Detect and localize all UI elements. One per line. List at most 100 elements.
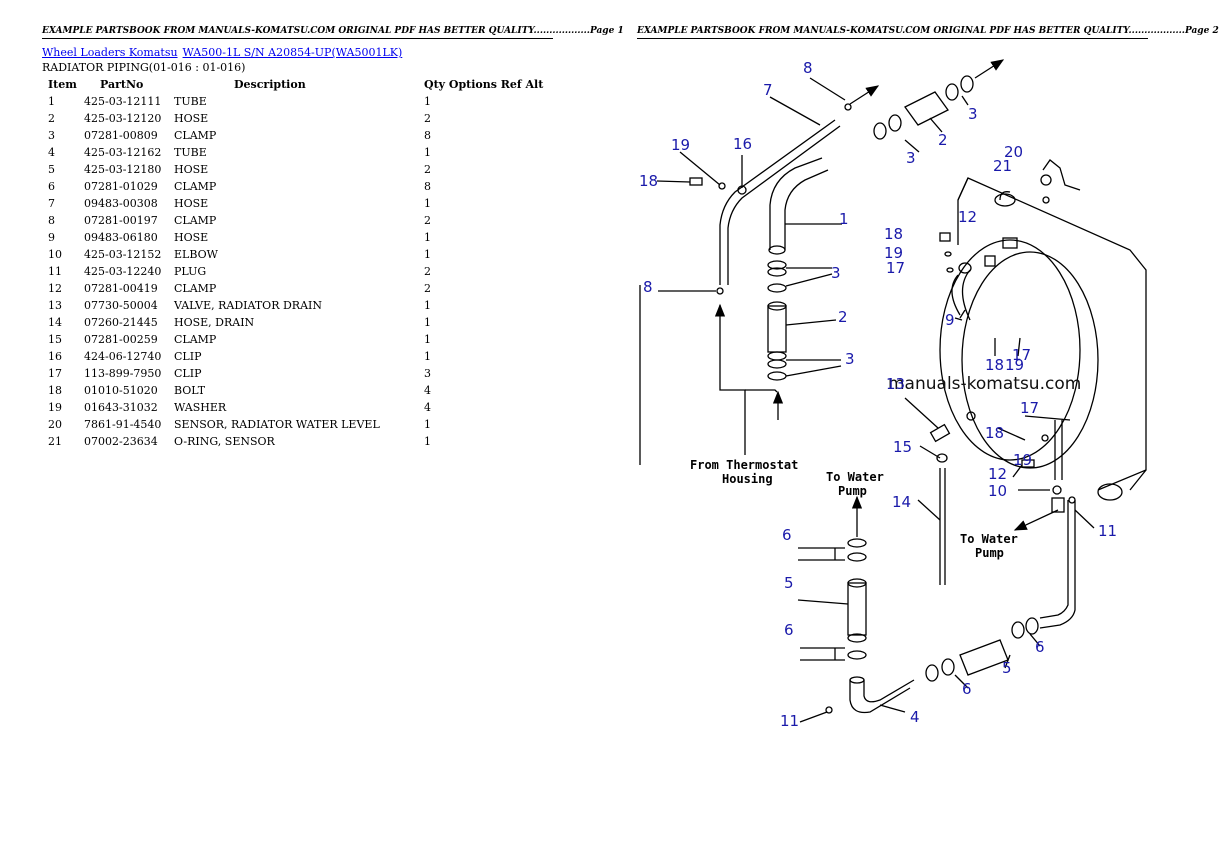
- cell-partno: 07281-00259: [84, 333, 158, 346]
- cell-description: HOSE: [174, 112, 209, 125]
- callout-number: 1: [839, 210, 849, 228]
- cell-description: PLUG: [174, 265, 207, 278]
- cell-partno: 07260-21445: [84, 316, 158, 329]
- parts-table: Item PartNo Description Qty Options Ref …: [42, 77, 543, 450]
- cell-item: 13: [48, 299, 62, 312]
- cell-item: 6: [48, 180, 55, 193]
- cell-partno: 09483-00308: [84, 197, 158, 210]
- cell-item: 5: [48, 163, 55, 176]
- callout-number: 4: [910, 708, 920, 726]
- cell-item: 9: [48, 231, 55, 244]
- cell-item: 14: [48, 316, 62, 329]
- callout-number: 10: [988, 482, 1007, 500]
- callout-number: 9: [945, 311, 955, 329]
- callout-number: 18: [985, 424, 1004, 442]
- callout-number: 19: [1005, 356, 1024, 374]
- callout-number: 6: [782, 526, 792, 544]
- cell-description: CLAMP: [174, 333, 217, 346]
- callout-number: 19: [671, 136, 690, 154]
- callout-number: 17: [1012, 346, 1031, 364]
- callout-number: 16: [733, 135, 752, 153]
- cell-description: WASHER: [174, 401, 227, 414]
- label-to-water-right: To Water: [960, 532, 1018, 546]
- breadcrumb: Wheel Loaders Komatsu WA500-1L S/N A20854…: [42, 46, 402, 59]
- page-header: EXAMPLE PARTSBOOK FROM MANUALS-KOMATSU.C…: [42, 26, 624, 39]
- callout-number: 8: [643, 278, 653, 296]
- callout-number: 5: [1002, 659, 1012, 677]
- cell-partno: 09483-06180: [84, 231, 158, 244]
- callout-number: 2: [838, 308, 848, 326]
- cell-qty: 1: [424, 418, 431, 431]
- cell-qty: 4: [424, 384, 431, 397]
- cell-description: HOSE: [174, 231, 209, 244]
- label-pump-top: Pump: [838, 484, 867, 498]
- page-header: EXAMPLE PARTSBOOK FROM MANUALS-KOMATSU.C…: [637, 26, 1219, 39]
- cell-partno: 01643-31032: [84, 401, 158, 414]
- cell-description: CLAMP: [174, 214, 217, 227]
- callout-number: 15: [893, 438, 912, 456]
- cell-qty: 2: [424, 163, 431, 176]
- cell-partno: 07002-23634: [84, 435, 158, 448]
- cell-qty: 1: [424, 248, 431, 261]
- callout-number: 17: [1020, 399, 1039, 417]
- cell-qty: 8: [424, 180, 431, 193]
- callout-number: 2: [938, 131, 948, 149]
- cell-partno: 07281-00197: [84, 214, 158, 227]
- cell-description: HOSE: [174, 163, 209, 176]
- callout-number: 7: [763, 81, 773, 99]
- callout-number: 11: [1098, 522, 1117, 540]
- callout-number: 19: [884, 244, 903, 262]
- callout-number: 17: [886, 259, 905, 277]
- diagram-linework: [639, 59, 1147, 723]
- cell-description: O-RING, SENSOR: [174, 435, 275, 448]
- cell-partno: 07281-00419: [84, 282, 158, 295]
- cell-partno: 113-899-7950: [84, 367, 162, 380]
- callout-number: 21: [993, 157, 1012, 175]
- cell-item: 11: [48, 265, 62, 278]
- section-title: RADIATOR PIPING(01-016 : 01-016): [42, 61, 246, 74]
- cell-item: 16: [48, 350, 62, 363]
- cell-qty: 1: [424, 95, 431, 108]
- cell-qty: 1: [424, 299, 431, 312]
- callout-number: 20: [1004, 143, 1023, 161]
- cell-description: CLIP: [174, 350, 202, 363]
- callout-number: 6: [784, 621, 794, 639]
- cell-partno: 424-06-12740: [84, 350, 162, 363]
- column-header-partno: PartNo: [100, 78, 144, 91]
- cell-item: 1: [48, 95, 55, 108]
- cell-item: 7: [48, 197, 55, 210]
- cell-qty: 2: [424, 214, 431, 227]
- cell-partno: 425-03-12111: [84, 95, 162, 108]
- cell-partno: 425-03-12162: [84, 146, 162, 159]
- cell-qty: 1: [424, 197, 431, 210]
- callout-number: 6: [1035, 638, 1045, 656]
- cell-description: VALVE, RADIATOR DRAIN: [174, 299, 322, 312]
- breadcrumb-link-model[interactable]: WA500-1L S/N A20854-UP(WA5001LK): [182, 46, 403, 59]
- page-1: EXAMPLE PARTSBOOK FROM MANUALS-KOMATSU.C…: [0, 0, 624, 842]
- callout-number: 12: [958, 208, 977, 226]
- breadcrumb-link-category[interactable]: Wheel Loaders Komatsu: [42, 46, 178, 59]
- cell-qty: 1: [424, 231, 431, 244]
- callout-number: 18: [985, 356, 1004, 374]
- callout-number: 6: [962, 680, 972, 698]
- cell-qty: 2: [424, 265, 431, 278]
- cell-description: CLAMP: [174, 129, 217, 142]
- callout-number: 18: [639, 172, 658, 190]
- cell-item: 15: [48, 333, 62, 346]
- column-header-item: Item: [48, 78, 77, 91]
- page-2: EXAMPLE PARTSBOOK FROM MANUALS-KOMATSU.C…: [595, 0, 1219, 842]
